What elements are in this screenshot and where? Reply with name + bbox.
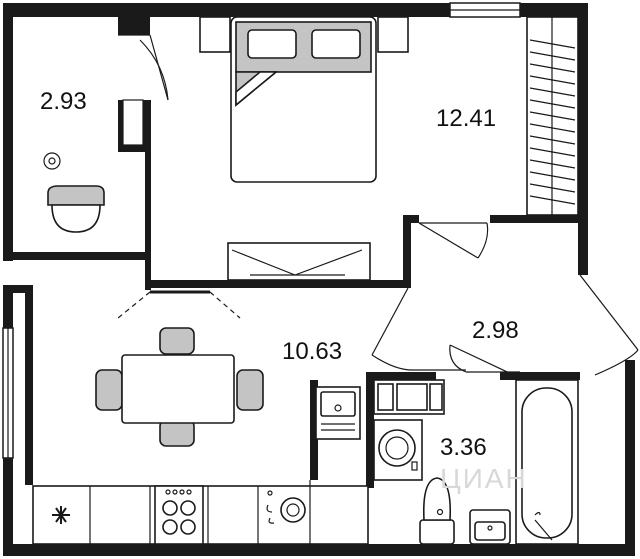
area-label-bathroom-top: 2.93 [40,88,87,115]
toilet-icon-2 [419,477,455,545]
area-label-kitchen-living: 10.63 [282,338,342,365]
wardrobe-icon [526,16,579,216]
watermark-text: ЦИАН [440,463,528,494]
dining-table-icon [95,327,264,447]
bedroom-room [199,16,579,281]
dishwasher-icon [266,490,306,524]
kitchen-sink-icon [315,386,361,440]
fridge-icon [52,506,70,524]
bathroom-main-room [373,379,579,545]
kitchen-living-room [52,290,361,545]
bathroom-top-room [43,34,169,233]
area-label-bathroom-main: 3.36 [440,434,487,461]
washbasin-icon [469,509,511,545]
hallway-doors [371,222,639,379]
window-left [2,327,14,459]
stove-icon [154,485,204,545]
tv-stand-icon [227,242,371,281]
washing-machine-icon [373,419,423,481]
bed-icon [230,16,377,183]
area-label-hallway: 2.98 [472,317,519,344]
window-top [449,2,521,18]
bathtub-icon [515,379,579,545]
area-label-bedroom: 12.41 [436,105,496,132]
toilet-icon [47,185,105,233]
